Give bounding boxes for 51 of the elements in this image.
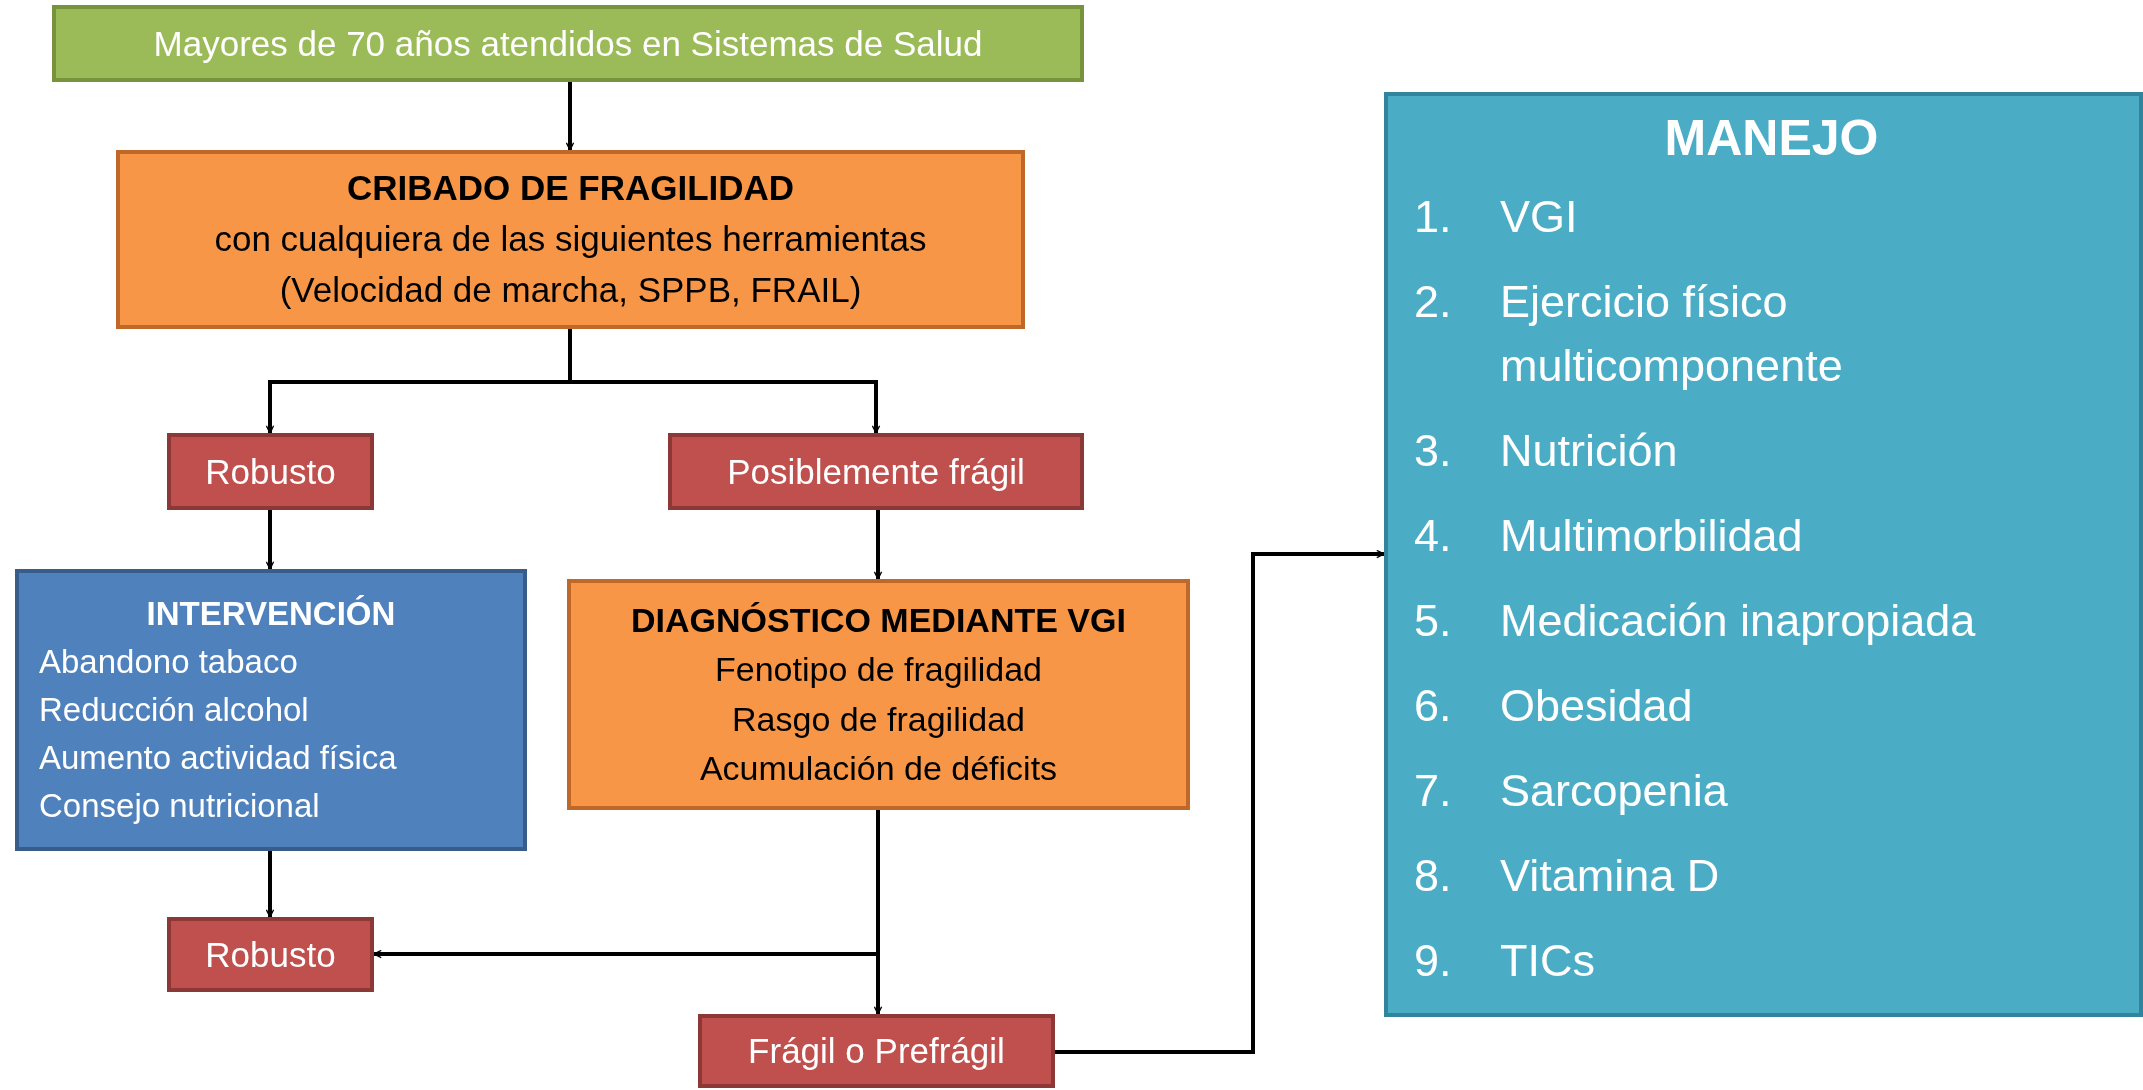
process-box xyxy=(15,569,527,851)
box-label: Posiblemente frágil xyxy=(726,451,1026,492)
process-box xyxy=(1384,92,2143,1017)
list-number: 2. xyxy=(1414,275,1453,329)
list-number: 7. xyxy=(1414,764,1453,818)
list-number: 3. xyxy=(1414,424,1453,478)
process-box xyxy=(668,433,1084,510)
arrow xyxy=(1055,549,1385,1054)
arrow xyxy=(565,82,575,151)
box-heading: DIAGNÓSTICO MEDIANTE VGI xyxy=(630,599,1127,641)
box-text: Consejo nutricional xyxy=(39,785,321,826)
list-number: 6. xyxy=(1414,679,1453,733)
box-text: Fenotipo de fragilidad xyxy=(714,649,1043,691)
list-number: 9. xyxy=(1414,934,1453,988)
box-heading: MANEJO xyxy=(1663,109,1880,168)
arrow xyxy=(568,329,881,434)
box-heading: CRIBADO DE FRAGILIDAD xyxy=(345,167,796,210)
list-item: Obesidad xyxy=(1500,679,1694,733)
list-number: 1. xyxy=(1414,190,1453,244)
box-label: Robusto xyxy=(204,451,337,492)
list-number: 5. xyxy=(1414,594,1453,648)
arrow xyxy=(265,510,275,570)
process-box xyxy=(167,917,374,992)
box-text: Rasgo de fragilidad xyxy=(731,698,1026,740)
list-item: Vitamina D xyxy=(1500,849,1721,903)
process-box xyxy=(698,1014,1055,1088)
list-item: TICs xyxy=(1500,934,1596,988)
process-box xyxy=(567,579,1190,810)
box-heading: INTERVENCIÓN xyxy=(145,594,397,635)
box-label: Robusto xyxy=(204,934,337,975)
arrow xyxy=(873,510,883,580)
box-text: Abandono tabaco xyxy=(39,642,299,683)
box-text: con cualquiera de las siguientes herramientas (Velocidad de marcha, SPPB, FRAIL) xyxy=(213,218,928,311)
list-item: Multimorbilidad xyxy=(1500,509,1804,563)
box-text: Aumento actividad física xyxy=(39,737,398,778)
list-number: 4. xyxy=(1414,509,1453,563)
box-label: Mayores de 70 años atendidos en Sistemas de Salud xyxy=(152,23,984,64)
box-label: Frágil o Prefrágil xyxy=(747,1031,1006,1071)
box-text: Acumulación de déficits xyxy=(698,747,1059,789)
box-text: Reducción alcohol xyxy=(39,690,310,731)
process-box xyxy=(52,5,1084,82)
arrow xyxy=(873,810,883,1015)
list-number: 8. xyxy=(1414,849,1453,903)
arrow xyxy=(265,851,275,918)
list-item: VGI xyxy=(1500,190,1579,244)
process-box xyxy=(116,150,1025,329)
list-item: Ejercicio físico multicomponente xyxy=(1500,275,1844,393)
list-item: Medicación inapropiada xyxy=(1500,594,1977,648)
list-item: Nutrición xyxy=(1500,424,1679,478)
process-box xyxy=(167,433,374,510)
list-item: Sarcopenia xyxy=(1500,764,1729,818)
